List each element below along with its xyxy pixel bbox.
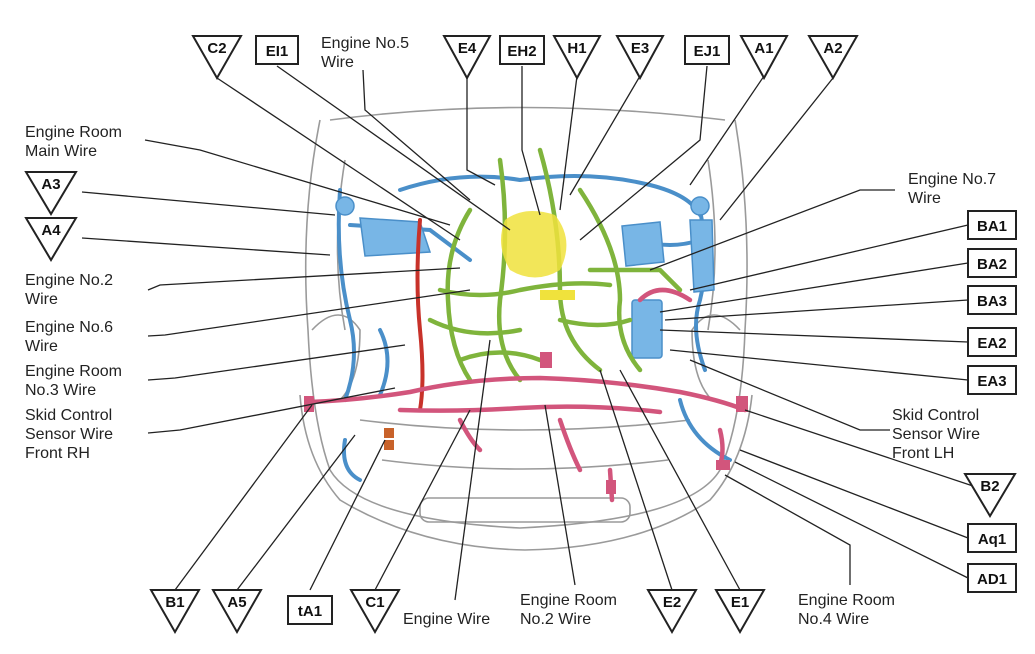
connector-ta1-box	[287, 595, 333, 625]
connector-a1-triangle	[739, 35, 789, 81]
connector-markers	[24, 35, 1017, 635]
connector-ei1-box	[255, 35, 299, 65]
label-engine-room-no4-wire: Engine Room No.4 Wire	[798, 591, 895, 629]
label-engine-room-no2-wire: Engine Room No.2 Wire	[520, 591, 617, 629]
label-line: Sensor Wire	[892, 426, 981, 443]
label-a4: A4	[41, 222, 61, 239]
label-line: Wire	[25, 291, 58, 308]
connector-a4-triangle	[24, 217, 78, 262]
label-line: Engine No.5	[321, 35, 410, 52]
connector-plugs	[304, 352, 748, 494]
blue-module-fills	[335, 196, 715, 359]
label-skid-control-front-lh: Skid Control Sensor Wire Front LH	[892, 406, 980, 463]
connector-ea2-box	[967, 327, 1017, 357]
label-ta1: tA1	[298, 603, 322, 620]
connector-b1-triangle	[149, 589, 201, 635]
connector-ej1-box	[684, 35, 730, 65]
label-engine-no7-wire: Engine No.7 Wire	[908, 170, 996, 208]
label-line: Engine Wire	[403, 611, 491, 628]
connector-ea3-box	[967, 365, 1017, 395]
label-c2: C2	[207, 40, 226, 57]
connector-labels: C2 EI1 E4 EH2 H1 E3 EJ1 A1 A2 A3 A4 BA1 …	[41, 40, 1007, 620]
label-line: Engine Room	[25, 124, 122, 141]
connector-a5-triangle	[211, 589, 263, 635]
connector-e2-triangle	[646, 589, 698, 635]
connector-c1-triangle	[349, 589, 401, 635]
label-line: Engine No.2	[25, 272, 114, 289]
connector-h1-triangle	[552, 35, 602, 81]
label-engine-no5-wire: Engine No.5 Wire	[321, 34, 409, 72]
label-e2: E2	[663, 594, 681, 611]
connector-a2-triangle	[807, 35, 859, 81]
label-engine-no2-wire: Engine No.2 Wire	[25, 271, 113, 309]
label-ba2: BA2	[977, 256, 1007, 273]
label-line: Engine No.7	[908, 171, 997, 188]
label-a3: A3	[41, 176, 60, 193]
connector-e1-triangle	[714, 589, 766, 635]
label-engine-room-main-wire: Engine Room Main Wire	[25, 123, 122, 161]
connector-b2-triangle	[963, 473, 1017, 518]
label-b2: B2	[980, 478, 999, 495]
label-e4: E4	[458, 40, 477, 57]
label-ea2: EA2	[977, 335, 1006, 352]
label-a1: A1	[754, 40, 773, 57]
label-ba1: BA1	[977, 218, 1007, 235]
label-e3: E3	[631, 40, 649, 57]
connector-ba1-box	[967, 210, 1017, 240]
label-line: Engine Room	[520, 592, 617, 609]
label-ad1: AD1	[977, 571, 1007, 588]
label-line: Sensor Wire	[25, 426, 114, 443]
label-ba3: BA3	[977, 293, 1007, 310]
connector-ba3-box	[967, 285, 1017, 315]
leader-lines	[81, 65, 986, 601]
label-line: Skid Control	[25, 407, 113, 424]
label-a2: A2	[823, 40, 842, 57]
label-line: Main Wire	[25, 143, 98, 160]
label-skid-control-front-rh: Skid Control Sensor Wire Front RH	[25, 406, 113, 463]
label-h1: H1	[567, 40, 586, 57]
label-ej1: EJ1	[694, 43, 721, 60]
label-a5: A5	[227, 594, 246, 611]
connector-eh2-box	[499, 35, 545, 65]
label-engine-no6-wire: Engine No.6 Wire	[25, 318, 113, 356]
connector-e3-triangle	[615, 35, 665, 81]
label-line: No.4 Wire	[798, 611, 870, 628]
label-ei1: EI1	[266, 43, 289, 60]
label-line: Front RH	[25, 445, 90, 462]
label-engine-room-no3-wire: Engine Room No.3 Wire	[25, 362, 122, 400]
label-c1: C1	[365, 594, 384, 611]
label-line: No.2 Wire	[520, 611, 592, 628]
label-eh2: EH2	[507, 43, 536, 60]
label-line: Front LH	[892, 445, 955, 462]
connector-ad1-box	[967, 563, 1017, 593]
label-line: No.3 Wire	[25, 382, 97, 399]
connector-e4-triangle	[442, 35, 492, 81]
label-b1: B1	[165, 594, 184, 611]
label-line: Engine No.6	[25, 319, 114, 336]
label-ea3: EA3	[977, 373, 1006, 390]
label-line: Skid Control	[892, 407, 980, 424]
label-e1: E1	[731, 594, 749, 611]
label-line: Wire	[321, 54, 354, 71]
label-line: Engine Room	[25, 363, 122, 380]
label-line: Engine Room	[798, 592, 895, 609]
connector-ba2-box	[967, 248, 1017, 278]
label-line: Wire	[25, 338, 58, 355]
connector-aq1-box	[967, 523, 1017, 553]
car-body-outline	[299, 106, 753, 551]
label-engine-wire: Engine Wire	[403, 610, 490, 629]
pink-front-harness	[307, 287, 748, 503]
connector-c2-triangle	[191, 35, 243, 81]
yellow-ecu-harness	[501, 211, 575, 300]
connector-a3-triangle	[24, 171, 78, 216]
label-aq1: Aq1	[978, 531, 1006, 548]
green-engine-harness	[427, 147, 683, 383]
label-line: Wire	[908, 190, 941, 207]
